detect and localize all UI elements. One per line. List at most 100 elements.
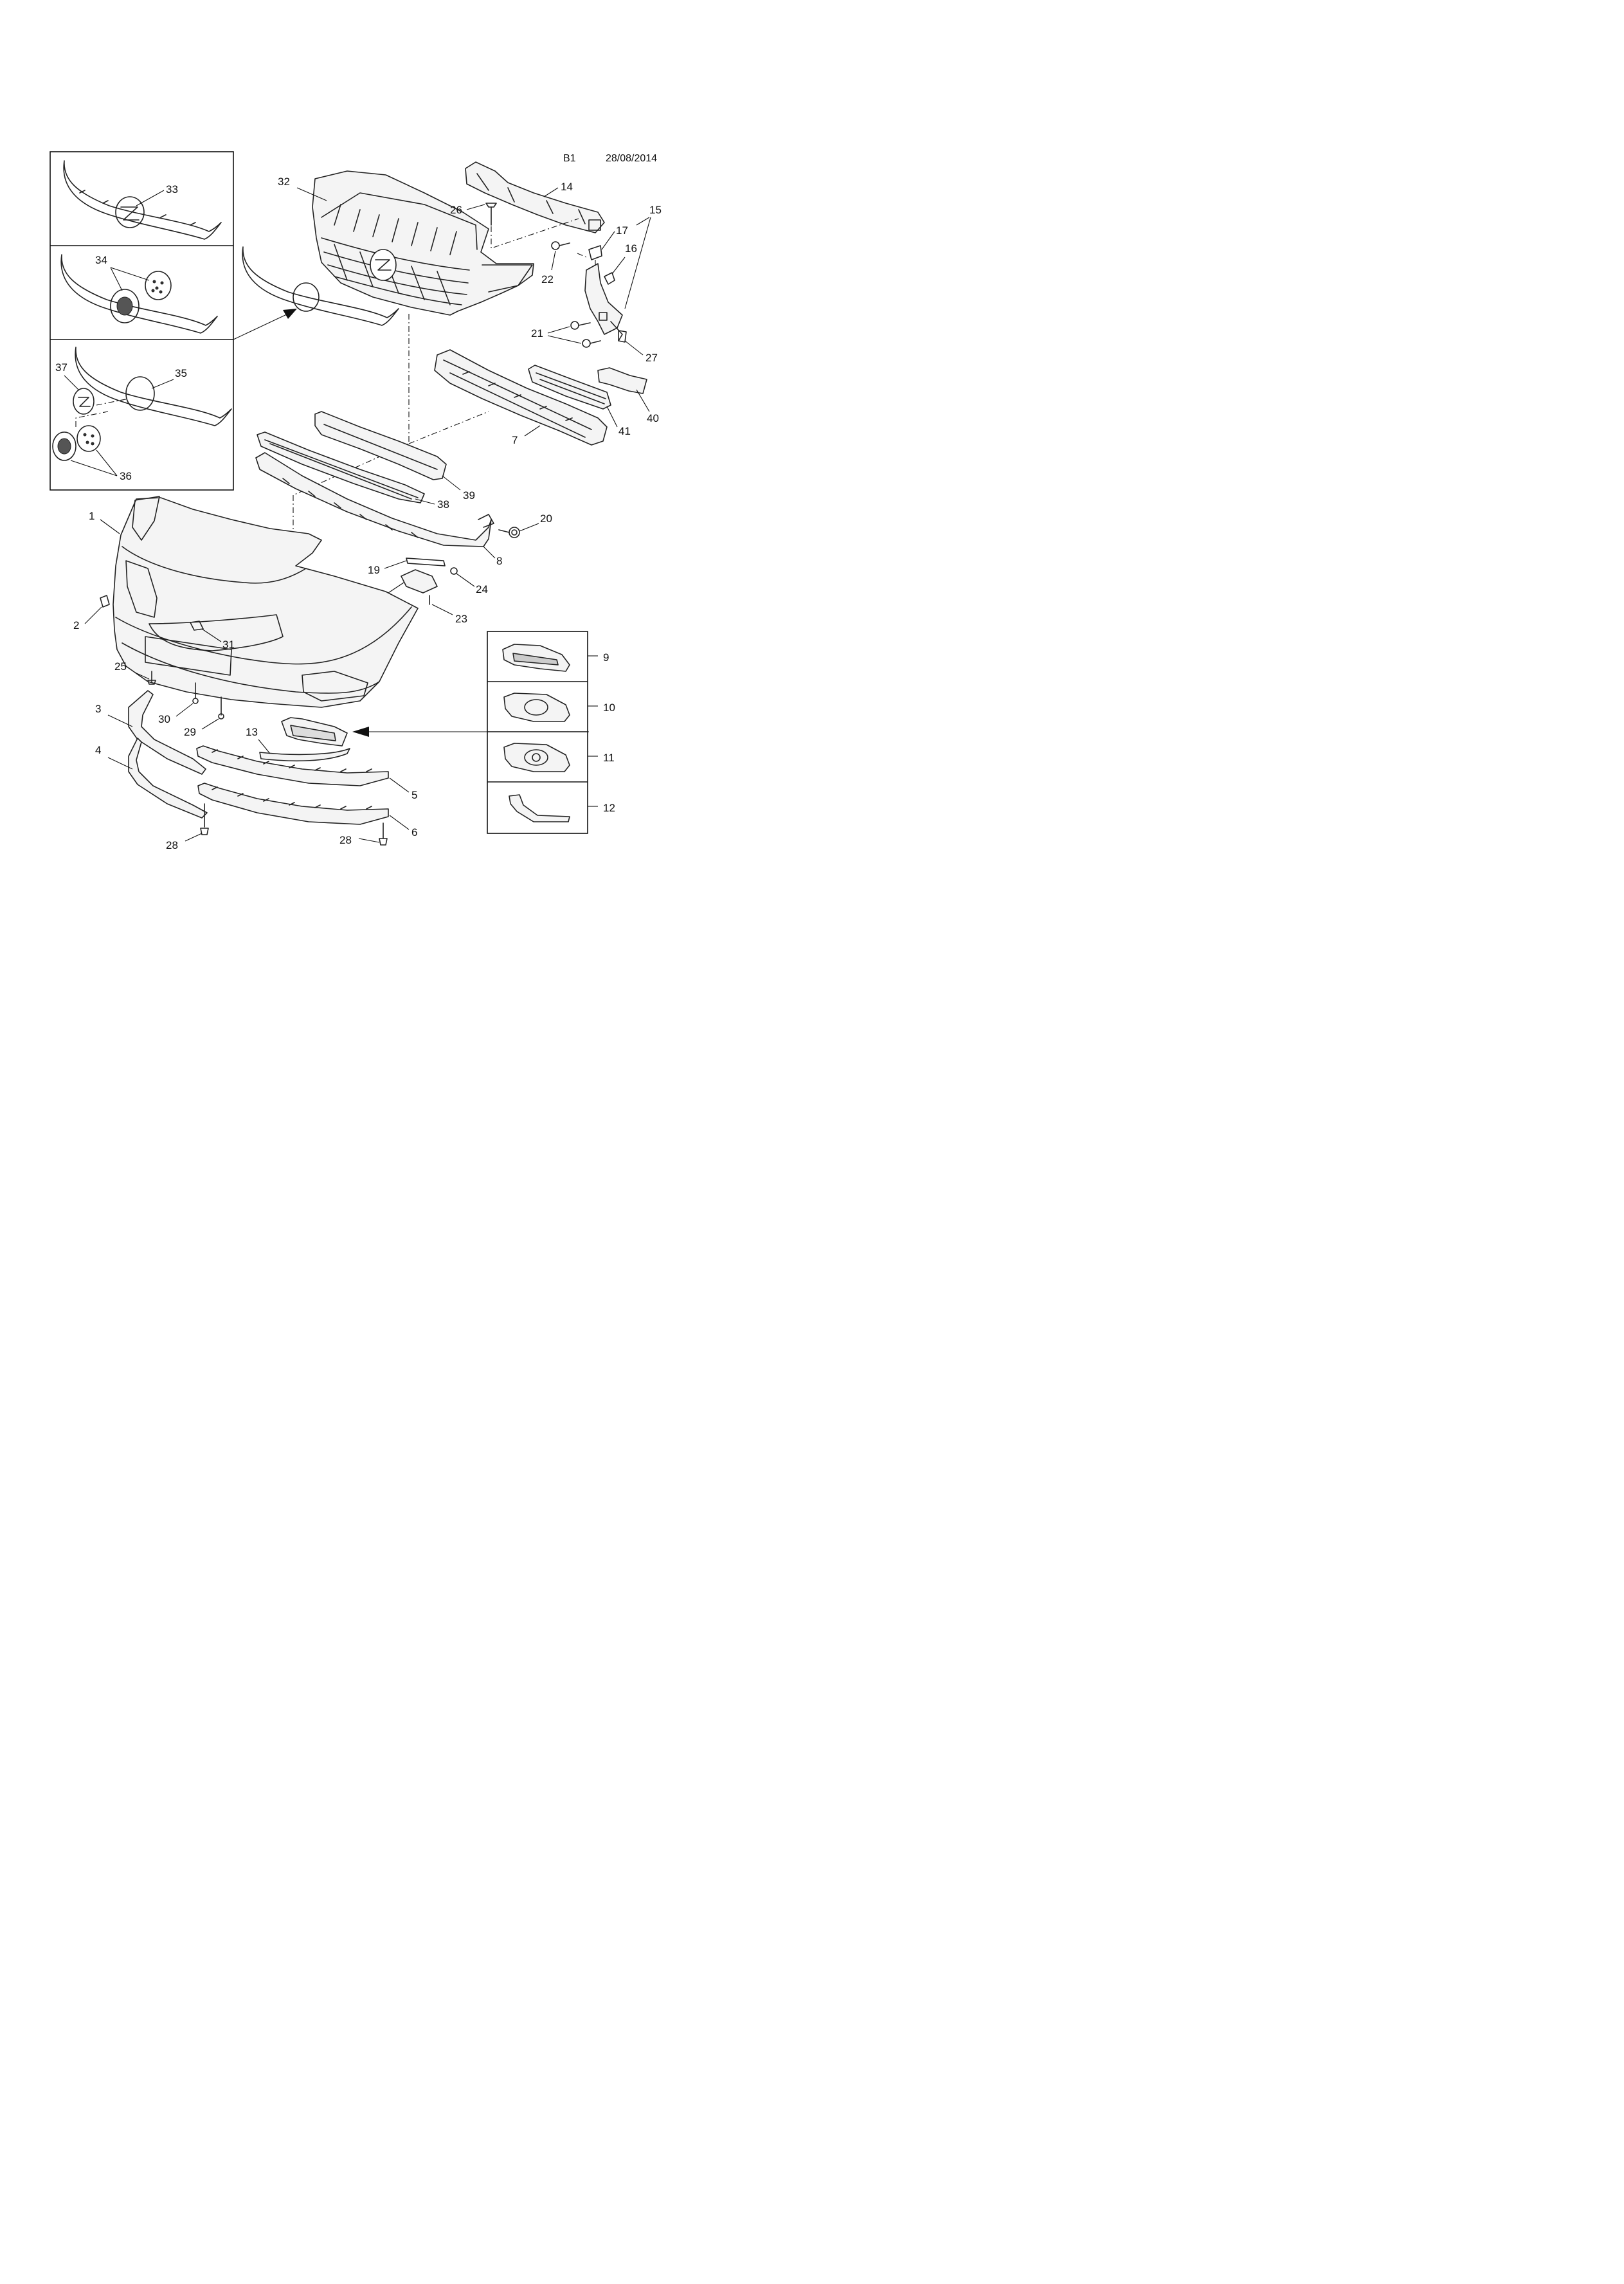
variants-frame [487, 631, 588, 834]
inset-arrow-line [233, 313, 289, 340]
leader-8 [483, 546, 496, 559]
grille-trim-variants-inset: 33 34 35 37 36 [50, 151, 234, 491]
screw-29 [218, 696, 224, 720]
leader-39 [442, 475, 461, 491]
trim-strip-variant-12 [509, 794, 570, 822]
lower-strip-4 [128, 738, 208, 819]
callout-31: 31 [222, 639, 235, 651]
callout-9: 9 [603, 651, 609, 664]
callout-41: 41 [618, 425, 631, 437]
lower-grille-bar-39 [314, 411, 447, 480]
upper-grille-trim-emblem-ring [293, 282, 320, 312]
leader-13 [258, 739, 271, 754]
screw-30 [192, 682, 199, 704]
bracket-19 [406, 557, 446, 566]
grille-trim-variant-34 [60, 254, 218, 334]
grille-trim-variant-33 [63, 160, 222, 240]
screw-20 [498, 527, 520, 538]
leader-5 [389, 777, 410, 793]
leader-24 [456, 573, 475, 587]
leader-26 [466, 204, 485, 210]
callout-27: 27 [645, 352, 658, 364]
leader-6 [389, 815, 410, 830]
callout-16: 16 [625, 242, 637, 255]
leader-4 [107, 757, 133, 770]
leader-25 [134, 672, 150, 680]
screw-25 [147, 671, 156, 685]
callout-12: 12 [603, 802, 615, 814]
diagram-date: 28/08/2014 [606, 153, 657, 164]
lower-support-8 [255, 452, 494, 547]
callout-13: 13 [246, 726, 258, 738]
screw-28a [200, 803, 209, 835]
upper-bracket-14 [465, 161, 605, 233]
callout-28b: 28 [339, 834, 352, 846]
leader-31 [201, 628, 222, 642]
callout-3: 3 [95, 703, 101, 715]
screw-28b [379, 822, 388, 846]
leader-23 [431, 604, 453, 615]
callout-11: 11 [603, 752, 615, 764]
callout-33: 33 [166, 183, 178, 195]
callout-17: 17 [616, 224, 628, 237]
leader-30 [176, 703, 194, 717]
leader-29 [201, 718, 219, 730]
bezel-variant-11 [503, 743, 570, 772]
leader-7 [524, 425, 541, 437]
parts-diagram: B1 28/08/2014 [50, 151, 662, 851]
callout-24: 24 [476, 583, 488, 595]
lower-strip-5 [196, 745, 389, 786]
grille-trim-variant-35 [52, 347, 232, 461]
callout-40: 40 [647, 412, 659, 424]
leader-17 [601, 231, 615, 250]
leader-16 [611, 257, 626, 275]
variant-box-arrow-head [352, 727, 369, 737]
callout-6: 6 [411, 826, 417, 838]
callout-8: 8 [496, 555, 502, 567]
screw-21a [570, 321, 591, 330]
assembly-line-7 [408, 411, 489, 444]
leader-19 [384, 560, 407, 569]
callout-36: 36 [120, 470, 132, 482]
nut-24 [450, 567, 458, 575]
inset-arrow-head [283, 309, 297, 319]
leader-41 [606, 406, 618, 428]
leader-3 [107, 714, 133, 727]
front-bumper-1 [113, 496, 419, 708]
leader-33 [136, 190, 165, 206]
diagram-code: B1 [563, 153, 576, 164]
callout-23: 23 [455, 613, 467, 625]
cover-plate-40 [597, 367, 647, 394]
callout-35: 35 [175, 367, 187, 379]
leader-40 [636, 389, 650, 412]
callout-34: 34 [95, 254, 107, 266]
leader-21 [547, 326, 582, 344]
lower-strip-6 [197, 783, 389, 825]
grille-insert-41 [528, 365, 611, 410]
callout-26: 26 [450, 204, 462, 216]
leader-36 [70, 449, 118, 476]
callout-22: 22 [541, 273, 554, 286]
leader-15 [624, 217, 651, 309]
leader-38 [415, 498, 435, 505]
callout-32: 32 [278, 176, 290, 188]
callout-15: 15 [649, 204, 662, 216]
radiator-grille-32 [312, 170, 534, 316]
callout-2: 2 [73, 619, 79, 631]
callout-38: 38 [437, 498, 449, 511]
energy-absorber-7 [434, 349, 608, 446]
leader-28b [358, 838, 380, 843]
fog-lamp-bezel-variants-box: 9 10 11 12 [487, 631, 615, 834]
lower-grille-mesh-38 [257, 431, 425, 503]
inset-frame [50, 151, 234, 491]
clip-27 [618, 330, 627, 343]
callout-1: 1 [89, 510, 95, 522]
bezel-variant-9 [502, 644, 570, 672]
callout-10: 10 [603, 702, 615, 714]
clip-16 [604, 272, 615, 285]
callout-28a: 28 [166, 839, 178, 851]
chrome-strip-13 [259, 748, 350, 762]
leader-1 [100, 519, 120, 534]
tow-cap-2 [100, 595, 110, 608]
callout-37: 37 [55, 361, 68, 374]
